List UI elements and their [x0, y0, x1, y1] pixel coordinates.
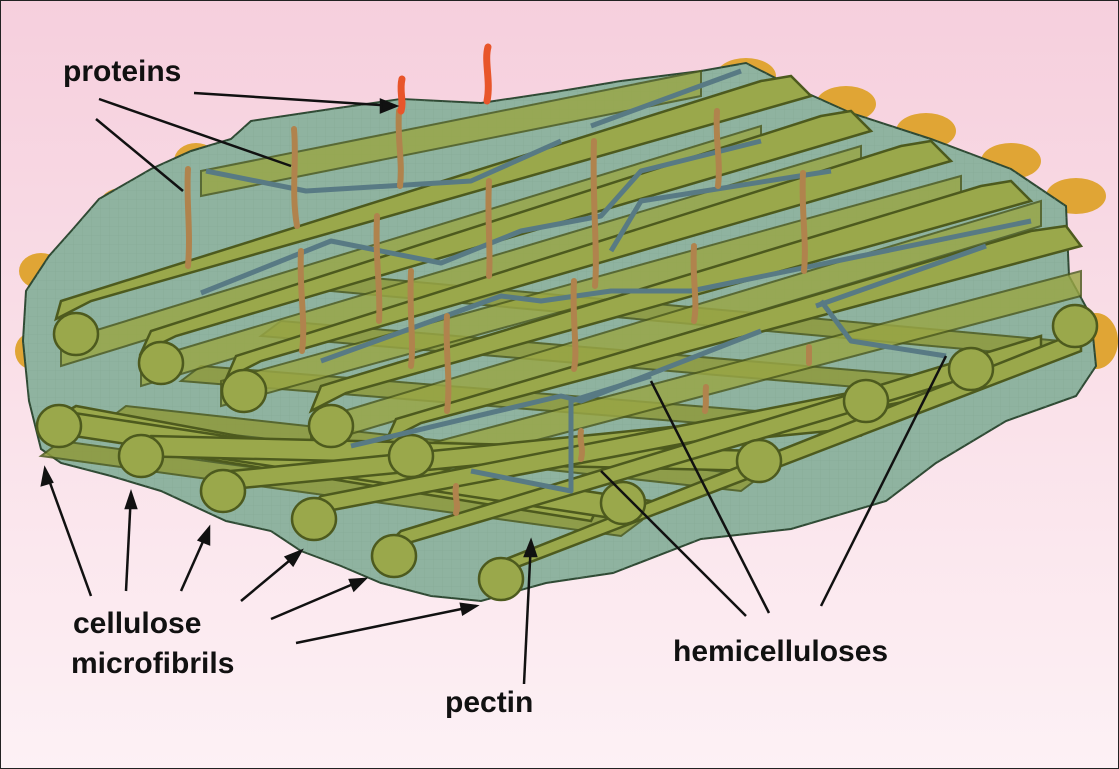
- cellulose-arrow-1: [45, 469, 91, 596]
- cellulose-label-line2: microfibrils: [71, 645, 234, 683]
- cellulose-label-line1: cellulose: [73, 605, 201, 643]
- cellulose-arrow-6: [296, 606, 476, 643]
- hemicelluloses-label: hemicelluloses: [673, 633, 888, 671]
- pectin-label: pectin: [445, 684, 533, 722]
- proteins-arrow-1: [194, 93, 396, 106]
- proteins-label: proteins: [63, 53, 181, 91]
